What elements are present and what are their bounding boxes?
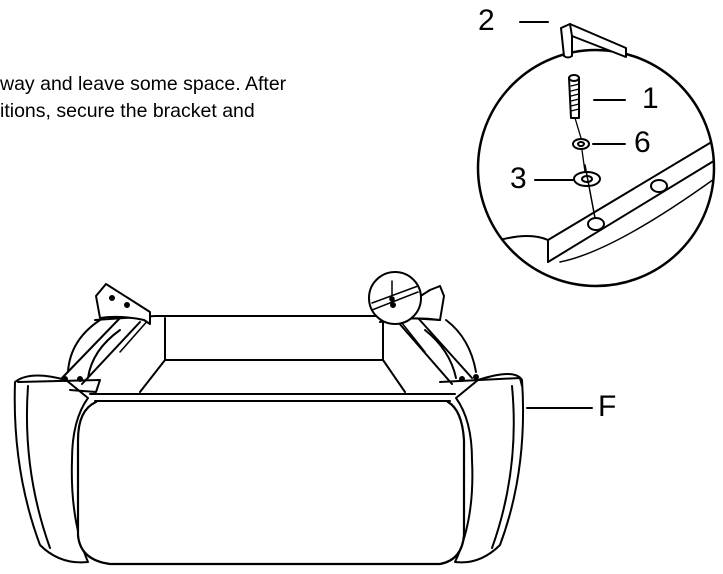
bracket-hole-2 [650,179,668,193]
label-bolt: 1 [642,82,659,115]
detail-circle [476,21,716,288]
label-spring-washer: 6 [634,126,651,159]
instruction-line-2: itions, secure the bracket and [0,100,255,122]
instruction-text: way and leave some space. After itions, … [0,71,460,125]
label-flat-washer: 3 [510,162,527,195]
detail-callout-circle [368,271,422,325]
seat-front-panel [76,400,466,566]
bolt-part [568,74,582,139]
sofa-frame [13,271,593,566]
label-hex-key: 2 [478,4,495,37]
hex-key-part [560,23,627,59]
flat-washer-part [573,171,601,187]
instruction-line-1: way and leave some space. After [0,73,287,95]
spring-washer-part [572,138,590,173]
bracket-hole-1 [587,217,605,231]
label-sofa-part: F [598,390,617,423]
